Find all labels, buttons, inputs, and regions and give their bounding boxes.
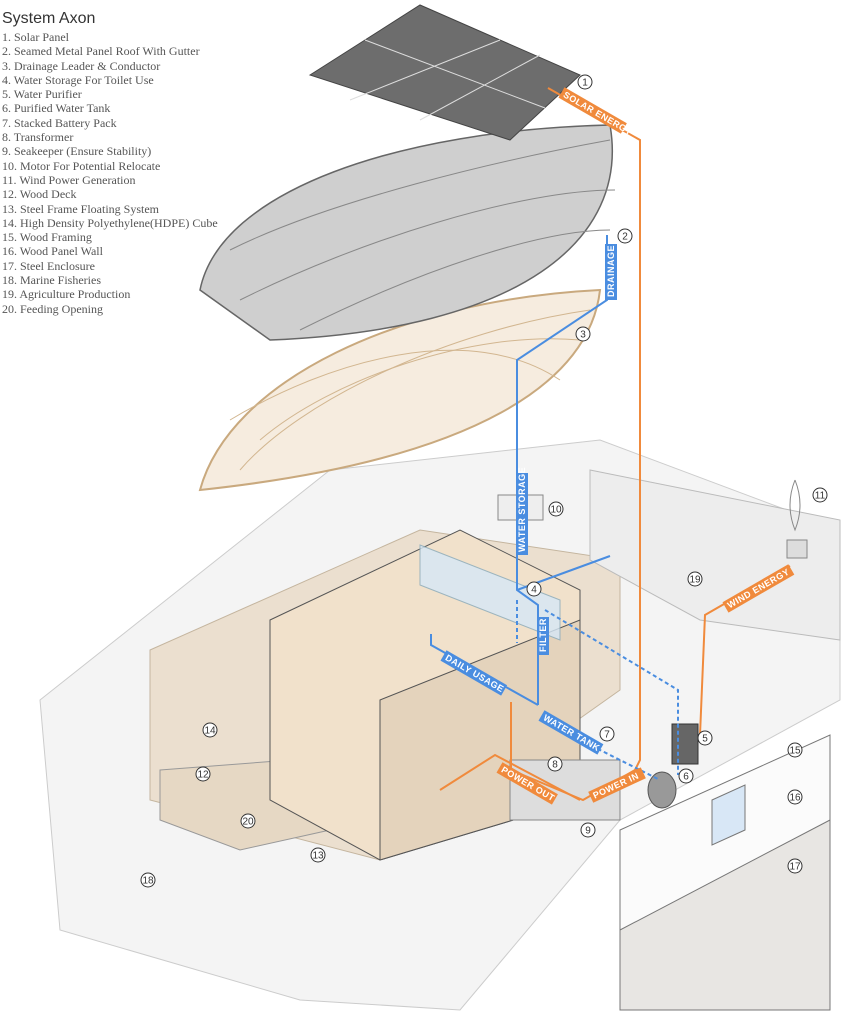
marker-number: 12 [197,770,209,781]
marker-20: 20 [240,813,256,829]
marker-8: 8 [547,756,563,772]
marker-18: 18 [140,872,156,888]
marker-number: 1 [582,78,588,89]
agriculture-bed [589,469,841,641]
marker-4: 4 [526,581,542,597]
marker-11: 11 [812,487,828,503]
legend-item: 10. Motor For Potential Relocate [2,158,161,173]
marker-2: 2 [617,228,633,244]
legend-item: 7. Stacked Battery Pack [2,115,117,130]
marker-number: 6 [683,772,689,783]
flow-label-filter: FILTER [537,617,549,655]
legend-item: 5. Water Purifier [2,87,82,102]
legend-title: System Axon [2,10,96,27]
legend-item: 4. Water Storage For Toilet Use [2,72,154,87]
steel-enclosure [619,734,831,1011]
marker-number: 3 [580,330,586,341]
wind-turbine [789,479,801,532]
marker-3: 3 [575,326,591,342]
legend-item: 12. Wood Deck [2,187,77,202]
flow-label-drainage: DRAINAGE [605,244,617,300]
house-volume [269,529,581,861]
svg-text:FILTER: FILTER [538,618,548,652]
marker-14: 14 [202,722,218,738]
legend-item: 20. Feeding Opening [2,301,103,316]
marker-number: 19 [689,575,701,586]
marker-13: 13 [310,847,326,863]
marker-number: 20 [242,817,254,828]
marker-number: 10 [550,505,562,516]
wood-frame-roof [198,288,602,492]
marker-number: 17 [789,862,801,873]
marker-17: 17 [787,858,803,874]
legend-item: 15. Wood Framing [2,230,92,245]
legend-item: 18. Marine Fisheries [2,273,101,288]
marker-number: 11 [815,491,826,502]
legend-item: 14. High Density Polyethylene(HDPE) Cube [2,215,218,230]
flow-label-water-storage: WATER STORAGE [516,467,528,555]
legend-item: 9. Seakeeper (Ensure Stability) [2,144,152,159]
water-purifier [671,723,699,765]
legend-item: 1. Solar Panel [2,30,69,44]
marker-number: 14 [204,726,216,737]
marker-number: 7 [604,730,610,741]
marker-16: 16 [787,789,803,805]
marker-number: 13 [312,851,324,862]
marker-number: 18 [142,876,154,887]
legend-item: 3. Drainage Leader & Conductor [2,58,161,73]
legend-item: 2. Seamed Metal Panel Roof With Gutter [2,44,200,59]
marker-1: 1 [577,74,593,90]
svg-text:DRAINAGE: DRAINAGE [606,245,616,297]
marker-number: 9 [585,826,591,837]
marker-number: 16 [789,793,801,804]
legend-item: 8. Transformer [2,130,74,145]
marker-10: 10 [548,501,564,517]
solar-panel [308,4,581,141]
marker-number: 8 [552,760,558,771]
legend-item: 6. Purified Water Tank [2,101,111,116]
marker-number: 4 [531,585,537,596]
marker-7: 7 [599,726,615,742]
svg-text:WATER STORAGE: WATER STORAGE [517,467,527,552]
marker-5: 5 [697,730,713,746]
marker-number: 2 [622,232,628,243]
marker-9: 9 [580,822,596,838]
legend-item: 13. Steel Frame Floating System [2,201,159,216]
marker-15: 15 [787,742,803,758]
marker-6: 6 [678,768,694,784]
marker-number: 15 [789,746,801,757]
legend-item: 17. Steel Enclosure [2,258,95,273]
legend-item: 19. Agriculture Production [2,287,131,302]
legend-item: 16. Wood Panel Wall [2,244,103,259]
marker-12: 12 [195,766,211,782]
legend-item: 11. Wind Power Generation [2,172,136,187]
marker-number: 5 [702,734,708,745]
marker-19: 19 [687,571,703,587]
purified-water-tank [647,771,677,809]
